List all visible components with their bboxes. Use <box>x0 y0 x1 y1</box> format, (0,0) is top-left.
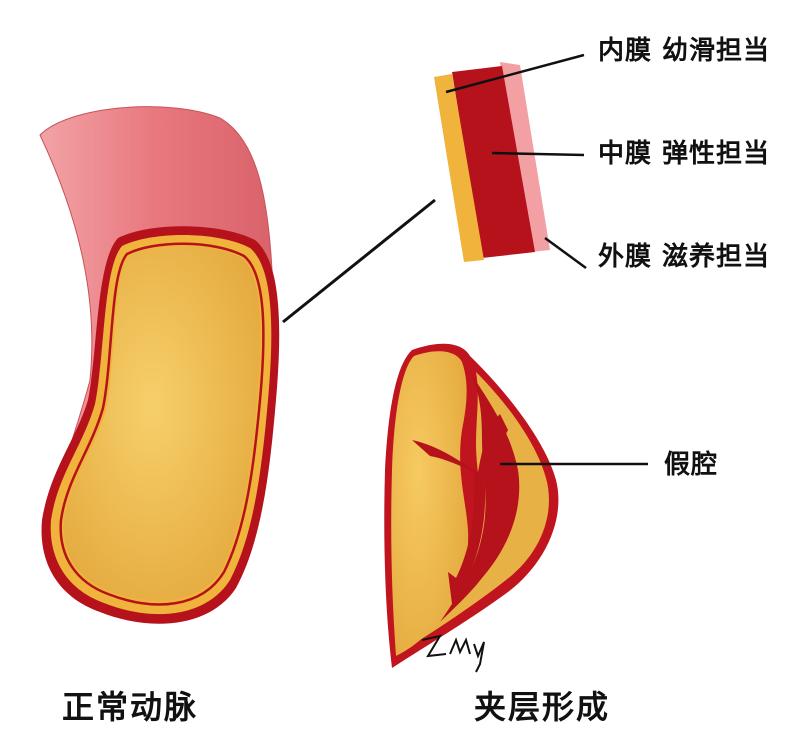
media-layer <box>452 66 535 258</box>
dissection-artery <box>384 343 648 668</box>
intima-layer <box>434 74 484 262</box>
flow-arrow-down <box>448 470 486 604</box>
normal-artery <box>39 106 280 624</box>
media-leader-line <box>491 151 585 157</box>
intima-leader-line <box>445 53 585 94</box>
zoom-leader-line <box>282 198 436 324</box>
adventitia-leader-line <box>544 236 587 270</box>
artist-signature <box>421 634 485 673</box>
normal-artery-caption: 正常动脉 <box>62 688 199 726</box>
false-lumen-label: 假腔 <box>664 450 719 480</box>
media-label: 中膜 弹性担当 <box>598 139 771 169</box>
flow-arrow-up <box>412 414 508 480</box>
artery-wall-layers <box>434 62 550 262</box>
true-lumen <box>391 351 469 656</box>
dissection-caption: 夹层形成 <box>474 688 611 726</box>
artery-lumen <box>63 246 261 601</box>
adventitia-layer <box>500 62 550 252</box>
intima-label: 内膜 幼滑担当 <box>598 36 771 66</box>
artery-lumen-border <box>59 242 265 606</box>
adventitia-label: 外膜 滋养担当 <box>598 242 771 272</box>
